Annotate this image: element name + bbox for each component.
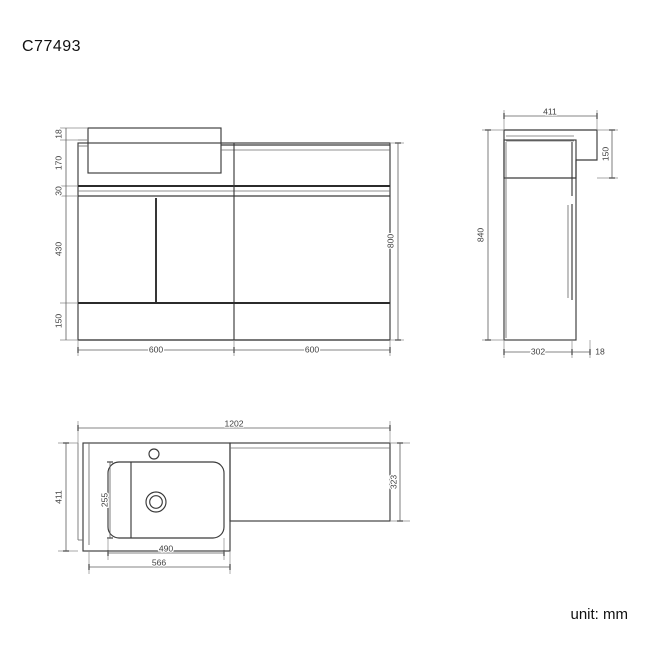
dim-plan-basin-inner-width: 490 xyxy=(159,543,174,553)
unit-label: unit: mm xyxy=(570,606,628,623)
dim-front-basin-height: 170 xyxy=(53,156,63,171)
dim-side-cabinet-depth: 302 xyxy=(531,346,546,356)
dim-side-top-depth: 411 xyxy=(543,106,557,116)
dim-plan-basin-side-depth: 411 xyxy=(53,490,63,504)
dim-front-overall-height: 800 xyxy=(385,234,395,249)
dim-front-left-width: 600 xyxy=(149,344,164,354)
dim-plan-worktop-depth: 323 xyxy=(388,475,398,490)
dim-plan-basin-outer-width: 566 xyxy=(152,557,167,567)
dim-side-panel-thickness: 18 xyxy=(595,346,605,356)
dim-front-top-rail: 30 xyxy=(53,186,63,196)
dim-front-plinth-height: 150 xyxy=(53,314,63,329)
dim-plan-basin-inner-depth: 255 xyxy=(99,493,109,508)
front-elevation-view: 18 170 30 430 150 800 600 600 xyxy=(52,127,404,356)
dim-plan-overall-width: 1202 xyxy=(224,418,243,428)
page-title: C77493 xyxy=(22,38,82,55)
side-elevation-view: 411 150 840 302 18 xyxy=(474,105,618,358)
dim-side-overall-height: 840 xyxy=(475,228,485,243)
dim-side-upstand-height: 150 xyxy=(600,147,610,162)
plan-view: 1202 411 255 323 4 xyxy=(52,417,410,574)
dim-front-worktop-lip: 18 xyxy=(53,129,63,139)
dim-front-right-width: 600 xyxy=(305,344,320,354)
dim-front-door-height: 430 xyxy=(53,242,63,257)
